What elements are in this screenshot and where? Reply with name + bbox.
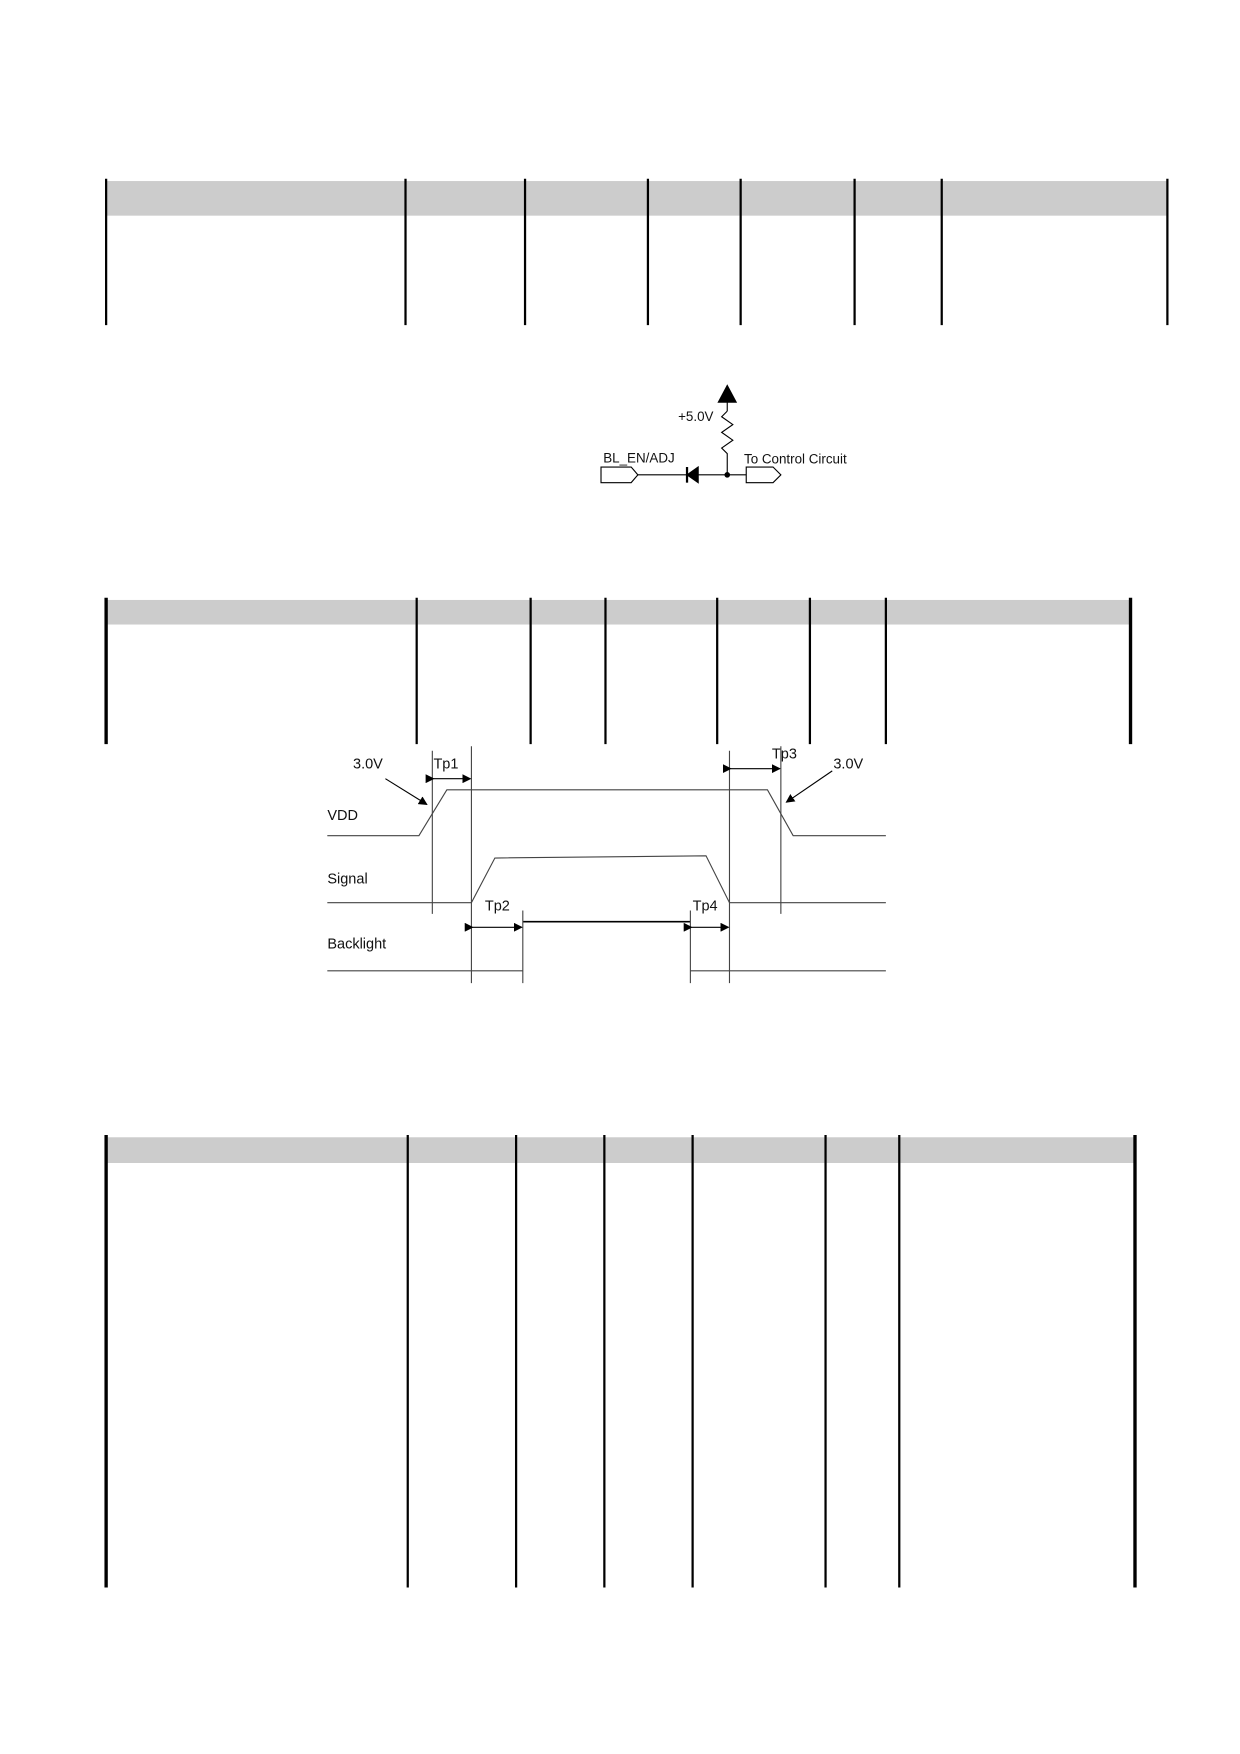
threshold-label-left: 3.0V: [353, 757, 383, 773]
supply-label: +5.0V: [678, 409, 713, 424]
threshold-pointer-left: [385, 778, 428, 805]
signal-waveform: [327, 855, 886, 904]
backlight-label: Backlight: [327, 936, 386, 952]
vdd-label: VDD: [327, 808, 358, 824]
output-label: To Control Circuit: [744, 452, 847, 467]
supply-arrow-icon: [717, 384, 738, 403]
resistor-icon: [720, 410, 734, 475]
input-label: BL_EN/ADJ: [603, 451, 674, 466]
threshold-pointer-right: [785, 770, 833, 803]
table-2: [104, 597, 1133, 745]
table-2-header: [106, 599, 1131, 625]
tp4-label: Tp4: [693, 899, 718, 915]
tp3-label: Tp3: [772, 747, 797, 763]
table-3: [104, 1135, 1137, 1588]
backlight-enable-circuit: [600, 384, 782, 484]
junction-dot: [724, 472, 731, 478]
power-sequence-timing-diagram: [327, 746, 886, 984]
vdd-waveform: [327, 789, 886, 837]
diode-icon: [686, 465, 699, 484]
input-connector: [600, 466, 639, 484]
table-3-header: [106, 1137, 1135, 1163]
table-1: [105, 178, 1169, 326]
signal-label: Signal: [327, 872, 367, 888]
table-1-header: [106, 181, 1168, 216]
output-connector: [745, 466, 782, 484]
threshold-label-right: 3.0V: [833, 757, 863, 773]
tp1-label: Tp1: [433, 757, 458, 773]
tp2-label: Tp2: [485, 899, 510, 915]
